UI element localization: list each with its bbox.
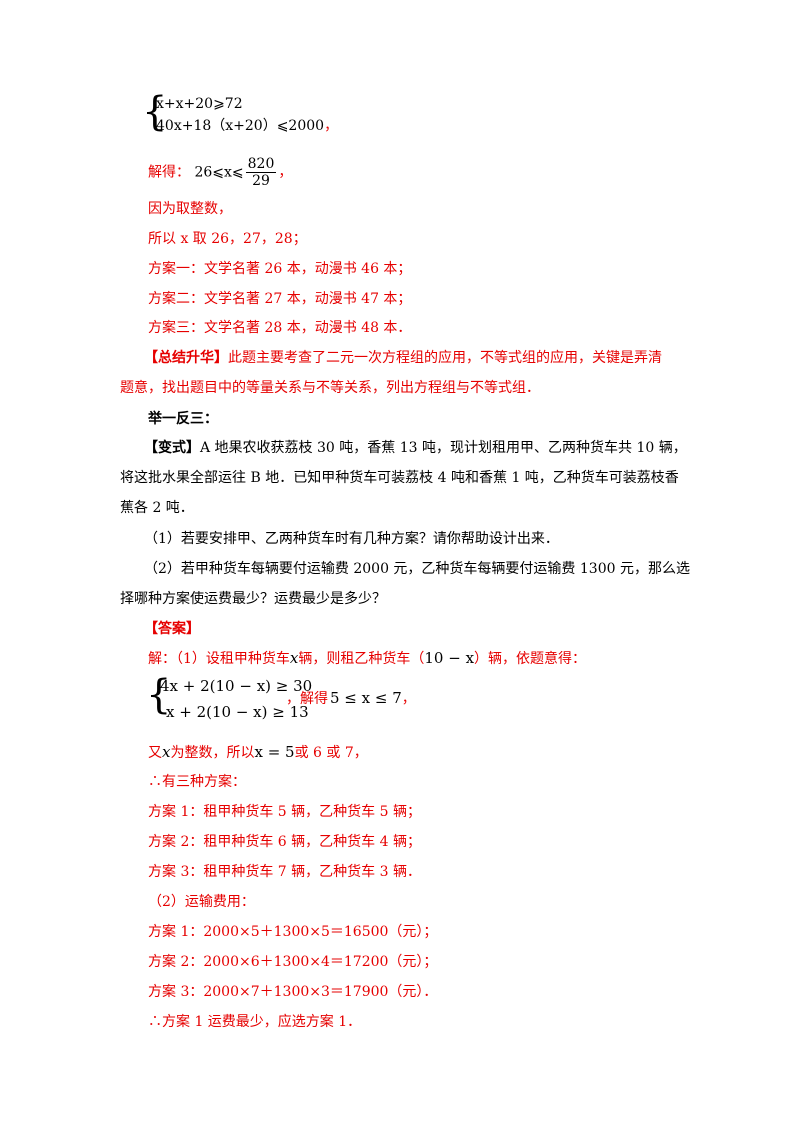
variant-tag: 【变式】 [144, 440, 200, 456]
variant-text-2: 将这批水果全部运往 B 地．已知甲种货车可装荔枝 4 吨和香蕉 1 吨，乙种货车… [120, 470, 679, 486]
text-line: 方案 3：租甲种货车 7 辆，乙种货车 3 辆． [148, 864, 421, 880]
text-line: （2）运输费用： [148, 894, 255, 910]
text-line: 方案三：文学名著 28 本，动漫书 48 本． [148, 320, 412, 336]
intro-text-c: ）辆，依题意得： [474, 651, 587, 667]
variant-line-1: 【变式】A 地果农收获荔枝 30 吨，香蕉 13 吨，现计划租用甲、乙两种货车共… [144, 438, 687, 458]
text-line: ∴有三种方案： [148, 774, 246, 790]
integer-expression: x = 5 [254, 743, 295, 761]
text-line: 方案 1：租甲种货车 5 辆，乙种货车 5 辆； [148, 804, 421, 820]
text-line: 方案 2：租甲种货车 6 辆，乙种货车 4 辆； [148, 834, 421, 850]
answer-tag: 【答案】 [144, 621, 200, 637]
solve-trail-2: ， [401, 691, 416, 707]
summary-text-2: 题意，找出题目中的等量关系与不等关系，列出方程组与不等式组． [120, 380, 540, 396]
system-1-trail: ， [324, 118, 339, 134]
question-2-line-1: （2）若甲种货车每辆要付运输费 2000 元，乙种货车每辆要付运输费 1300 … [144, 561, 690, 577]
text-line: 方案 3：2000×7＋1300×3＝17900（元）． [148, 984, 438, 1000]
summary-text-1: 此题主要考查了二元一次方程组的应用，不等式组的应用，关键是弄清 [228, 350, 662, 366]
solve-expression: 26⩽x⩽ [194, 164, 244, 181]
text-line: 因为取整数， [148, 201, 232, 217]
integer-text-b: 为整数，所以 [170, 745, 255, 761]
variant-text-3: 蕉各 2 吨． [120, 500, 194, 516]
integer-line: 又x为整数，所以x = 5或 6 或 7， [148, 742, 368, 763]
system-2-row-2: x + 2(10 − x) ≥ 13 [166, 703, 309, 721]
question-1: （1）若要安排甲、乙两种货车时有几种方案？请你帮助设计出来． [144, 531, 559, 547]
section-heading: 举一反三： [148, 411, 218, 427]
solve-label-2: 解得 [300, 691, 328, 707]
system-2-row-1: 4x + 2(10 − x) ≥ 30 [160, 677, 313, 695]
system-1-row-2: 40x+18（x+20）⩽2000， [156, 116, 338, 136]
system-1-row-1: x+x+20⩾72 [156, 96, 243, 112]
integer-text-a: 又 [148, 745, 162, 761]
system-1-row-2-text: 40x+18（x+20）⩽2000 [156, 118, 325, 134]
summary-line-1: 【总结升华】此题主要考查了二元一次方程组的应用，不等式组的应用，关键是弄清 [144, 348, 662, 368]
brace-symbol: { [146, 672, 172, 718]
summary-tag: 【总结升华】 [144, 350, 228, 366]
solve-expression-2: 5 ≤ x ≤ 7 [330, 689, 402, 707]
text-line: 方案二：文学名著 27 本，动漫书 47 本； [148, 291, 412, 307]
fraction-denominator: 29 [252, 173, 270, 189]
solution-intro: 解：（1）设租甲种货车x辆，则租乙种货车（10 − x）辆，依题意得： [148, 645, 586, 672]
solve-trail: ， [278, 164, 293, 181]
text-line: ∴方案 1 运费最少，应选方案 1． [148, 1014, 362, 1030]
variable-x: x [162, 743, 171, 761]
integer-text-c: 或 6 或 7， [294, 745, 368, 761]
solve-label: 解得： [148, 164, 190, 181]
variant-text-1: A 地果农收获荔枝 30 吨，香蕉 13 吨，现计划租用甲、乙两种货车共 10 … [200, 440, 687, 456]
text-line: 所以 x 取 26，27，28； [148, 231, 307, 247]
question-2-line-2: 择哪种方案使运费最少？运费最少是多少？ [120, 591, 386, 607]
text-line: 方案一：文学名著 26 本，动漫书 46 本； [148, 261, 412, 277]
text-line: 方案 1：2000×5＋1300×5＝16500（元）； [148, 924, 438, 940]
fraction-numerator: 820 [245, 156, 277, 173]
intro-expression: 10 − x [424, 649, 475, 667]
text-line: 方案 2：2000×6＋1300×4＝17200（元）； [148, 954, 438, 970]
intro-text-b: 辆，则租乙种货车（ [298, 651, 425, 667]
variable-x: x [289, 649, 299, 667]
intro-text-a: 解：（1）设租甲种货车 [148, 651, 290, 667]
system-2-trail: ， [286, 691, 300, 707]
brace-symbol: { [142, 89, 168, 135]
